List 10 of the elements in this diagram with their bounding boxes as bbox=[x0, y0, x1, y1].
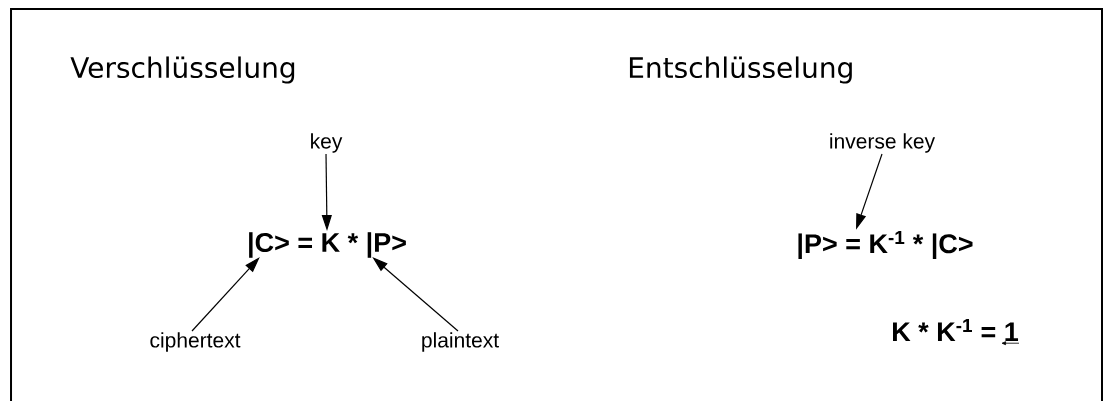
equation: |P> = K$^{-1}$ * |C> bbox=[798, 231, 973, 259]
equation: K * K$^{-1}$ = 1 bbox=[893, 319, 1019, 341]
annotation-text: ciphertext bbox=[150, 332, 241, 352]
annotation-text: inverse key bbox=[830, 133, 936, 153]
annotation-text: plaintext bbox=[422, 332, 499, 352]
section-heading: Verschlüsselung bbox=[70, 56, 295, 84]
equation: |C> = K * |P> bbox=[249, 232, 406, 258]
arrow bbox=[191, 257, 260, 332]
section-heading: Entschlüsselung bbox=[629, 56, 852, 84]
annotation-text: key bbox=[311, 133, 343, 153]
